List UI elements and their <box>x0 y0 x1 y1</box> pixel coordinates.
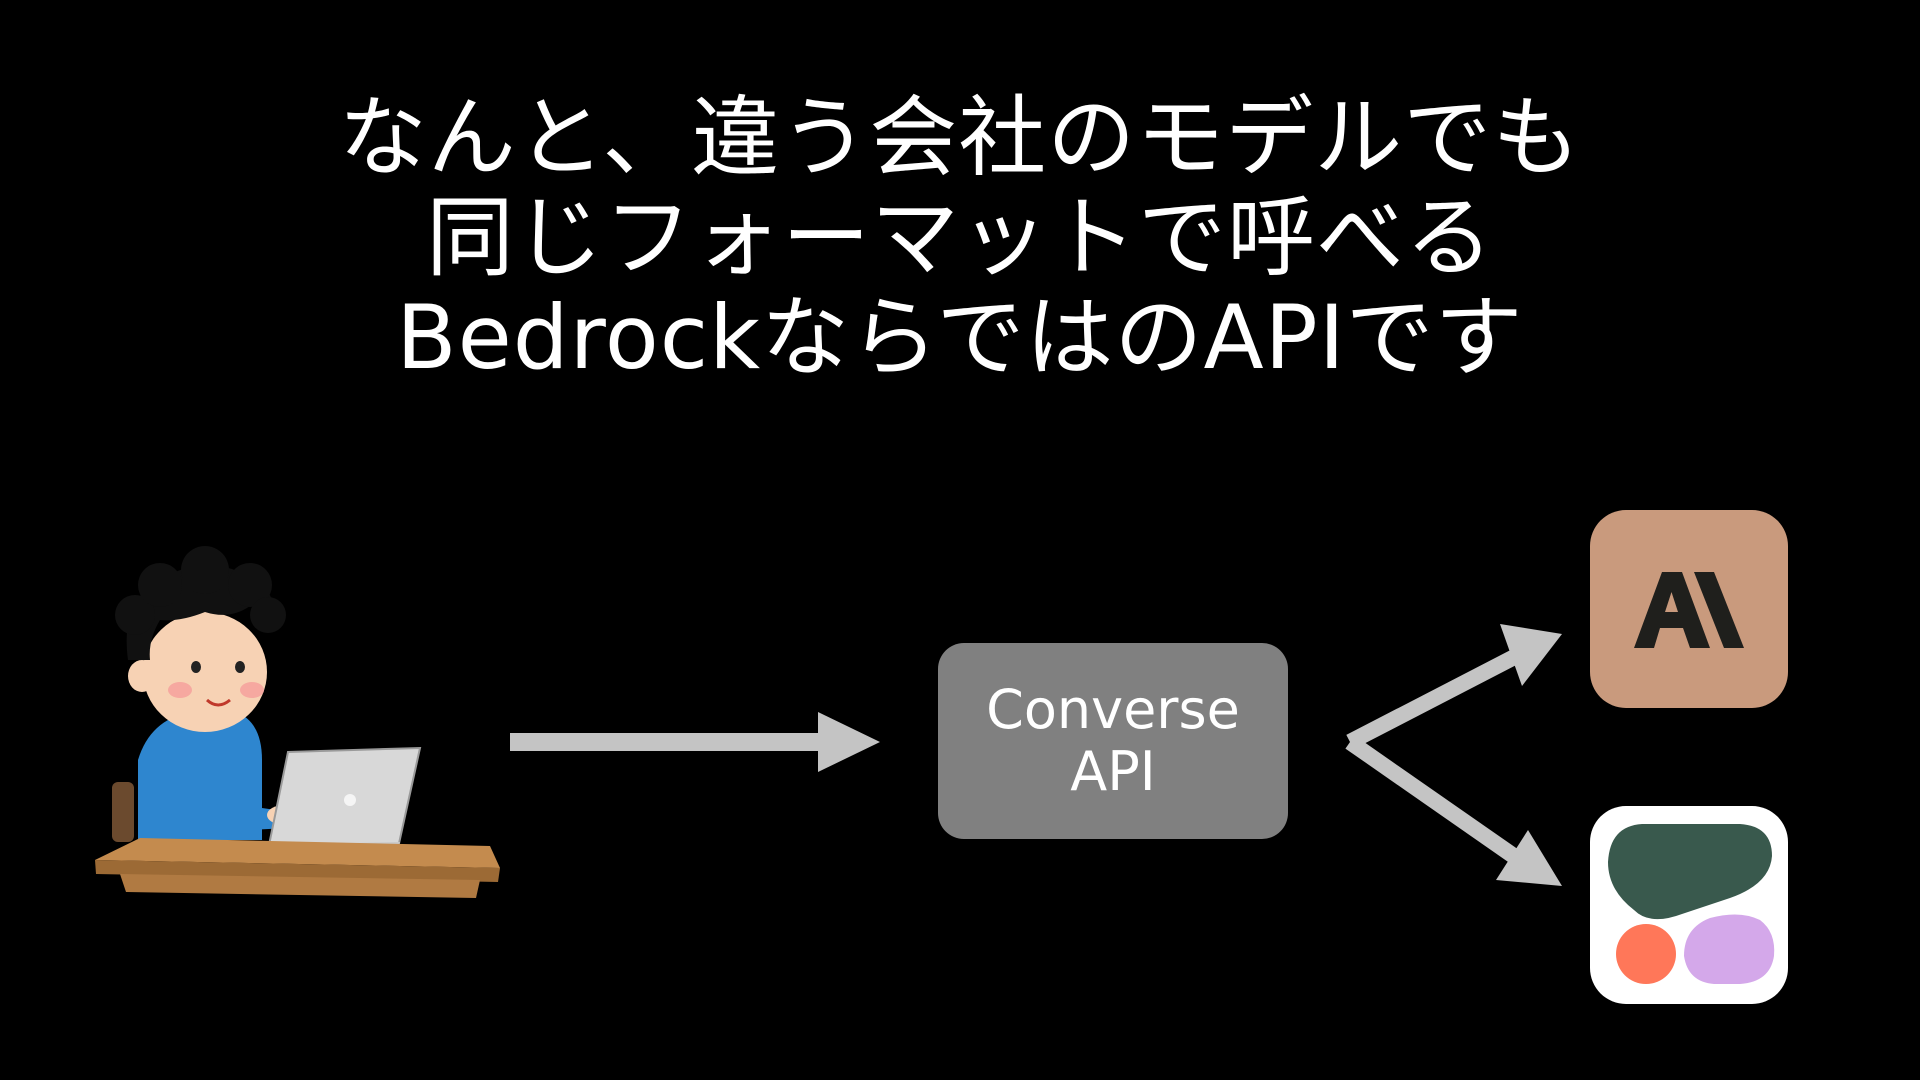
api-box-line-1: Converse <box>986 678 1240 741</box>
api-box-line-2: API <box>1070 740 1156 803</box>
cohere-mark-icon <box>1608 824 1775 984</box>
headline-line-2: 同じフォーマットで呼べる <box>425 186 1494 289</box>
anthropic-logo <box>1590 510 1788 708</box>
headline-line-3: BedrockならではのAPIです <box>396 286 1524 389</box>
arrow-user-to-api <box>510 712 880 772</box>
headline: なんと、違う会社のモデルでも 同じフォーマットで呼べる Bedrockならではの… <box>0 88 1920 388</box>
cohere-logo <box>1590 806 1788 1004</box>
converse-api-box: Converse API <box>938 643 1288 839</box>
arrow-api-to-cohere <box>1345 735 1562 886</box>
user-at-laptop-illustration <box>95 546 500 898</box>
headline-line-1: なんと、違う会社のモデルでも <box>338 86 1582 189</box>
arrow-api-to-anthropic <box>1346 624 1562 750</box>
anthropic-mark-icon <box>1634 572 1744 648</box>
